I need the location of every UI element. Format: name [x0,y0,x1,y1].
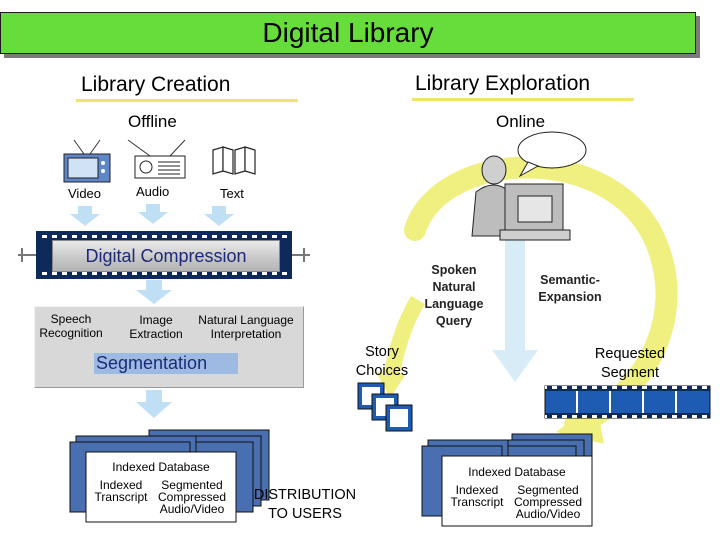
diagram-title: Digital Library [262,17,434,48]
library-exploration-heading: Library Exploration [415,72,591,95]
library-creation-underline [76,99,298,102]
segmentation-label: Segmentation [94,353,238,374]
processing-panel [34,306,304,388]
audio-label: Audio [136,184,170,199]
text-books-icon [212,146,256,175]
right-database-stack [421,433,593,527]
user-at-computer-icon [471,131,587,241]
audio-radio-icon [127,139,186,179]
online-label: Online [496,112,546,131]
text-down-arrow [204,206,234,226]
digital-compression-box: Digital Compression [52,240,280,272]
compression-down-arrow [136,280,172,304]
exploration-loop-arc [404,156,678,436]
offline-label: Offline [128,112,177,131]
video-tv-icon [63,139,111,183]
semantic-expansion-label: Semantic-Expansion [538,273,602,304]
audio-down-arrow [138,204,168,224]
requested-segment-filmstrip [544,385,711,419]
segmentation-down-arrow [136,390,172,418]
story-choices-film-stack [357,382,413,432]
library-creation-heading: Library Creation [81,73,231,96]
digital-compression-label: Digital Compression [85,246,247,266]
left-db-heading: Indexed Database [112,460,210,474]
library-exploration-underline [412,98,634,101]
query-down-arrow [492,235,538,382]
video-label: Video [68,186,102,201]
title-banner: Digital Library [0,12,696,54]
text-label: Text [220,186,244,201]
right-db-heading: Indexed Database [468,465,566,479]
video-down-arrow [70,206,100,226]
story-choices-arrowhead [376,372,406,398]
left-database-stack [69,429,270,523]
